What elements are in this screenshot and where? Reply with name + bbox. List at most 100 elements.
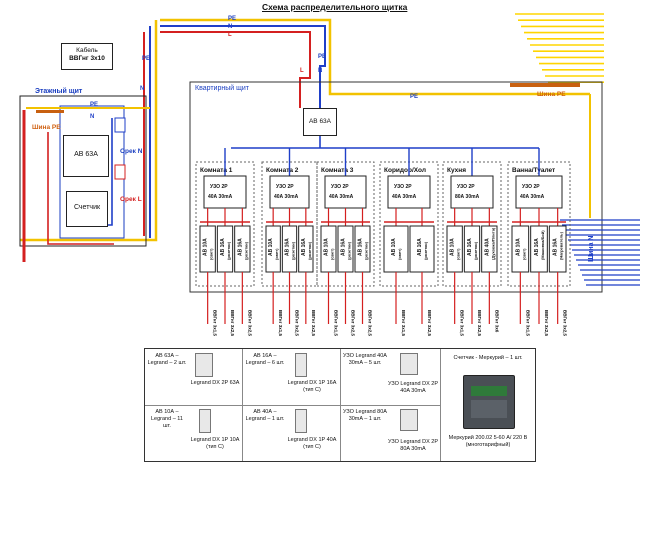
- wire-marker-n: N: [318, 68, 322, 74]
- group-name: Комната 3: [321, 167, 354, 174]
- legend-ab63-model: Legrand DX 2P 63A: [190, 380, 240, 386]
- cable-label: ВВГнг 3х2,5: [563, 310, 568, 337]
- floor-pe-bar: [36, 110, 64, 113]
- wire-n-feed: [160, 25, 326, 108]
- legend-meter-model: Меркурий 200.02 5-60 A/ 220 В (многотари…: [448, 435, 528, 448]
- cable-label: ВВГнг 3х1,5: [278, 310, 283, 337]
- cable-label-line2: ВВГнг 3х10: [69, 55, 105, 62]
- group-name: Комната 2: [266, 167, 299, 174]
- wire-marker-n: N: [228, 24, 232, 30]
- cable-label: ВВГнг 3х2,5: [247, 310, 252, 337]
- wire-l-feed: [160, 31, 311, 108]
- floor-breaker-63a: АВ 63А: [63, 135, 109, 177]
- uzo-box: [515, 175, 563, 209]
- breaker-label: АВ 10А: [268, 238, 274, 256]
- floor-panel-frame: [19, 95, 147, 247]
- floor-l: [47, 132, 114, 245]
- uzo-label: УЗО 2Р: [331, 184, 349, 190]
- breaker-label: АВ 16А: [358, 238, 364, 256]
- legend-uzo80-model: УЗО Legrand DX 2P 80A 30mA: [387, 439, 439, 452]
- breaker-purpose: (розетки): [423, 241, 428, 260]
- breaker-1p-16a-image: [295, 353, 307, 377]
- breaker-purpose: (свет): [456, 248, 461, 260]
- breaker-box: [409, 225, 435, 273]
- cable-label: ВВГнг 3х1,5: [213, 310, 218, 337]
- breaker-purpose: (розетки): [473, 241, 478, 260]
- cable-label-line1: Кабель: [76, 47, 98, 54]
- breaker-box: [383, 225, 409, 273]
- meter-label: Счетчик: [73, 204, 101, 211]
- uzo-rating: 80А 30mA: [455, 194, 480, 200]
- apartment-panel-title: Квартирный щит: [195, 85, 249, 92]
- breaker-purpose: (свет): [330, 248, 335, 260]
- cable-label: ВВГнг 3х2,5: [230, 310, 235, 337]
- legend-uzo80-count: УЗО Legrand 80А 30mA – 1 шт.: [343, 409, 387, 422]
- wire-marker-n: N: [140, 86, 144, 92]
- floor-breaker-label: АВ 63А: [74, 151, 98, 158]
- wire-pe-feed: [160, 18, 590, 96]
- legend-ab16-model: Legrand DX 1P 16A (тип C): [287, 380, 337, 393]
- breaker-label: АВ 16А: [341, 238, 347, 256]
- uzo-box: [269, 175, 310, 209]
- group-name: Ванна/Туалет: [512, 167, 555, 174]
- wire-marker-pe: PE: [318, 54, 326, 60]
- uzo-rating: 40А 30mA: [392, 194, 417, 200]
- apartment-bus-n-label: Шина N: [588, 235, 595, 262]
- breaker-label: АВ 16А: [467, 238, 473, 256]
- legend-ab40-model: Legrand DX 1P 40A (тип C): [287, 437, 337, 450]
- breaker-purpose: (Нагреватель): [559, 231, 564, 260]
- group-name: Коридор/Хол: [384, 167, 426, 174]
- legend-ab10-count: АВ 10А – Legrand – 11 шт.: [150, 409, 183, 429]
- opek-l-box: [114, 164, 126, 180]
- uzo-box: [450, 175, 494, 209]
- breaker-purpose: (розетки): [291, 241, 296, 260]
- wire-marker-pe: PE: [90, 102, 98, 108]
- breaker-label: АВ 10А: [324, 238, 330, 256]
- breaker-purpose: (свет): [521, 248, 526, 260]
- cable-label: ВВГнг 3х2,5: [351, 310, 356, 337]
- legend-ab10-model: Legrand DX 1P 10A (тип C): [190, 437, 240, 450]
- uzo-rating: 40А 30mA: [274, 194, 299, 200]
- rcd-80a-image: [400, 409, 418, 431]
- breaker-label: АВ 16А: [285, 238, 291, 256]
- breaker-purpose: (свет): [209, 248, 214, 260]
- breaker-purpose: (свет): [397, 248, 402, 260]
- breaker-purpose: (Машинка/Бой): [540, 230, 545, 260]
- breaker-purpose: (Духовка/Плита): [490, 227, 495, 260]
- uzo-rating: 40А 30mA: [520, 194, 545, 200]
- page-title: Схема распределительного щитка: [262, 2, 408, 12]
- uzo-label: УЗО 2Р: [522, 184, 540, 190]
- breaker-label: АВ 16А: [237, 238, 243, 256]
- breaker-2p-image: [195, 353, 213, 377]
- cable-label: ВВГнг 3х2,5: [477, 310, 482, 337]
- legend-meter-count: Счетчик - Меркурий – 1 шт.: [453, 355, 523, 361]
- legend-uzo40-model: УЗО Legrand DX 2P 40A 30mA: [387, 381, 439, 394]
- breaker-label: АВ 10А: [391, 238, 397, 256]
- wire-marker-n: N: [90, 114, 94, 120]
- breaker-purpose: (розетки): [347, 241, 352, 260]
- floor-bus-pe-label: Шина PE: [32, 124, 61, 131]
- cable-box: Кабель ВВГнг 3х10: [61, 43, 113, 70]
- floor-panel-title: Этажный щит: [35, 88, 83, 95]
- wire-marker-pe: PE: [228, 16, 236, 22]
- cable-label: ВВГнг 3х2,5: [311, 310, 316, 337]
- uzo-label: УЗО 2Р: [276, 184, 294, 190]
- breaker-purpose: (розетки): [307, 241, 312, 260]
- cable-label: ВВГнг 3х1,5: [460, 310, 465, 337]
- breaker-label: АВ 16А: [417, 238, 423, 256]
- uzo-box: [324, 175, 367, 209]
- uzo-label: УЗО 2Р: [457, 184, 475, 190]
- meter-image: [463, 375, 515, 429]
- wire-marker-l: L: [228, 32, 232, 38]
- wire-marker-pe: PE: [142, 56, 150, 62]
- wire-pe-riser: [20, 20, 158, 242]
- main-breaker-63a: АВ 63А: [303, 108, 337, 136]
- uzo-rating: 40А 30mA: [208, 194, 233, 200]
- cable-label: ВВГнг 3х1,5: [334, 310, 339, 337]
- group-name: Кухня: [447, 167, 466, 174]
- electricity-meter: Счетчик: [66, 191, 108, 227]
- uzo-box: [387, 175, 431, 209]
- breaker-label: АВ 16А: [534, 238, 540, 256]
